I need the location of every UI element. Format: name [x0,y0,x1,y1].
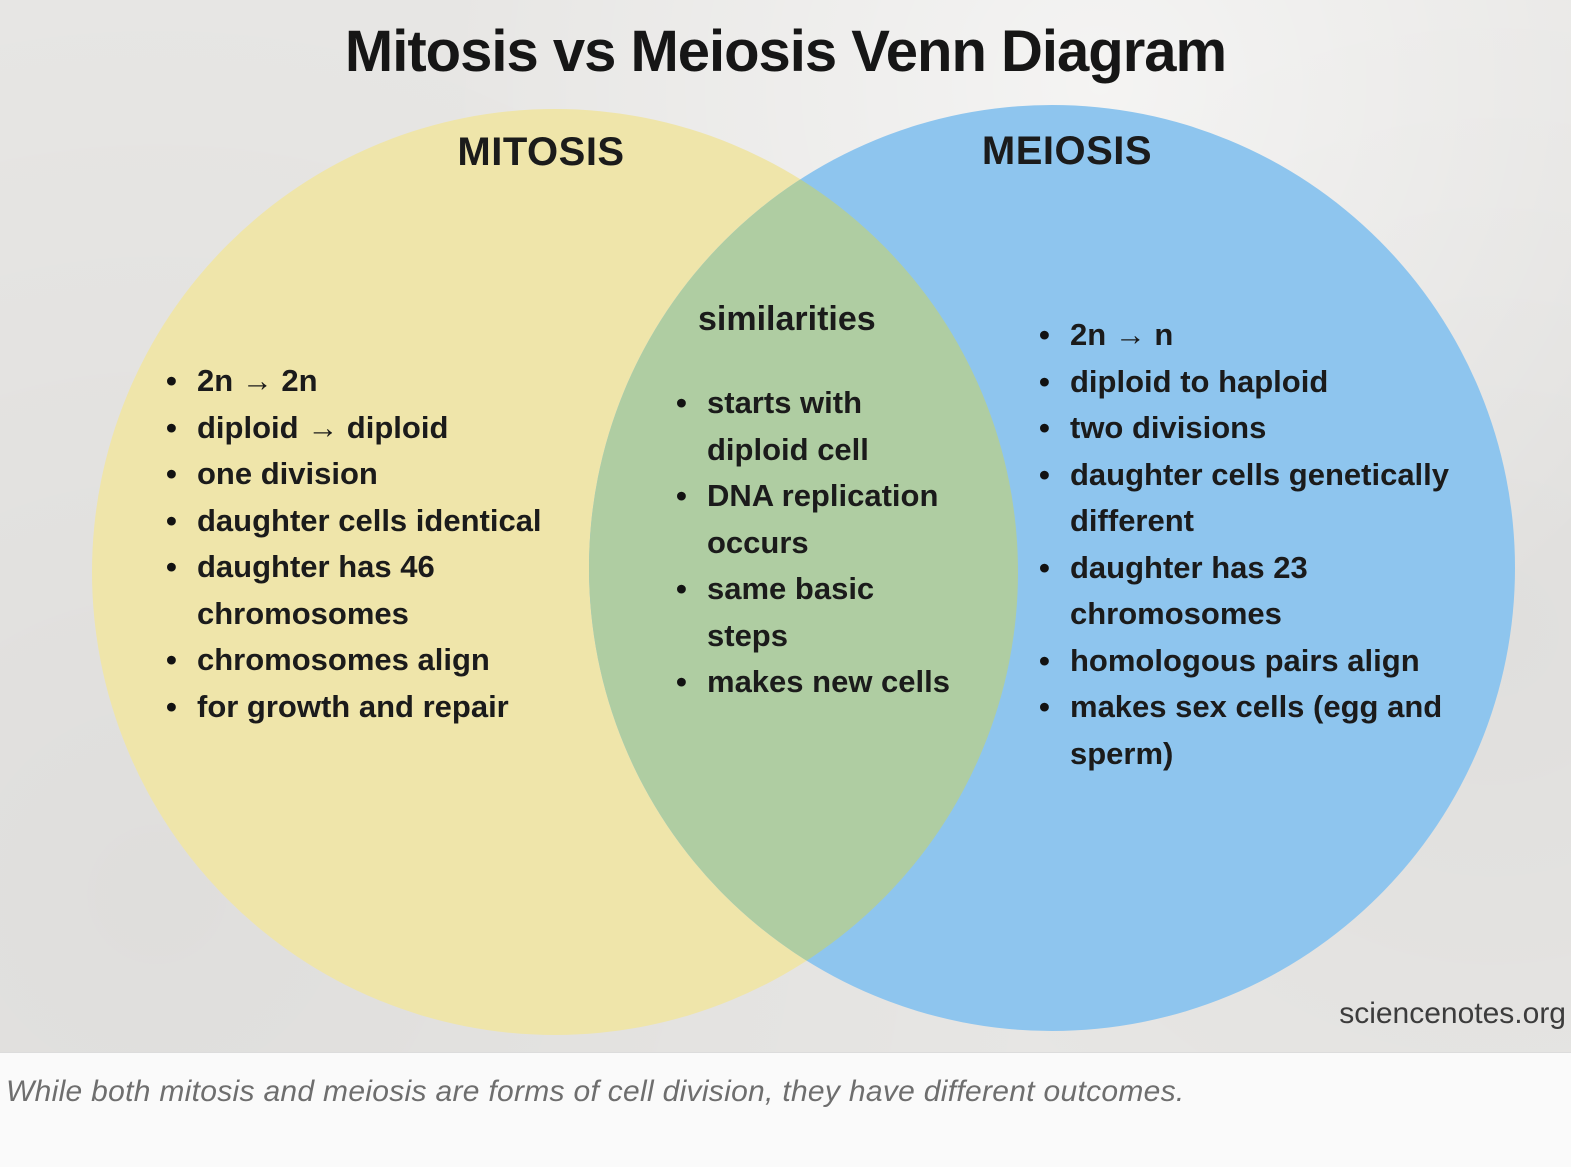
caption-bar: While both mitosis and meiosis are forms… [0,1052,1571,1167]
meiosis-list-item: daughter has 23 chromosomes [1039,545,1449,638]
page-title: Mitosis vs Meiosis Venn Diagram [344,19,1227,84]
similarities-list-item: starts with diploid cell [676,380,950,473]
mitosis-list-item: for growth and repair [166,684,542,731]
meiosis-list: 2n → n diploid to haploid two divisions … [1039,312,1449,777]
meiosis-label: MEIOSIS [981,129,1153,173]
mitosis-list-item: one division [166,451,542,498]
similarities-list-item: DNA replication occurs [676,473,950,566]
meiosis-list-item: diploid to haploid [1039,359,1449,406]
meiosis-list-item: homologous pairs align [1039,638,1449,685]
mitosis-list-item: daughter has 46 chromosomes [166,544,542,637]
meiosis-list-item: daughter cells genetically different [1039,452,1449,545]
similarities-list-item: makes new cells [676,659,950,706]
meiosis-list-item: two divisions [1039,405,1449,452]
source-attribution: sciencenotes.org [1339,997,1566,1030]
mitosis-list: 2n → 2n diploid → diploid one division d… [166,358,542,730]
mitosis-list-item: daughter cells identical [166,498,542,545]
meiosis-list-item: 2n → n [1039,312,1449,359]
meiosis-list-item: makes sex cells (egg and sperm) [1039,684,1449,777]
mitosis-list-item: 2n → 2n [166,358,542,405]
mitosis-label: MITOSIS [457,130,625,174]
figure-caption: While both mitosis and meiosis are forms… [6,1075,1185,1108]
venn-diagram: Mitosis vs Meiosis Venn Diagram MITOSIS … [0,0,1571,1052]
similarities-list-item: same basic steps [676,566,950,659]
mitosis-list-item: chromosomes align [166,637,542,684]
similarities-list: starts with diploid cell DNA replication… [676,380,950,706]
overlap-lens [589,109,1018,1031]
similarities-heading: similarities [698,300,876,338]
mitosis-list-item: diploid → diploid [166,405,542,452]
